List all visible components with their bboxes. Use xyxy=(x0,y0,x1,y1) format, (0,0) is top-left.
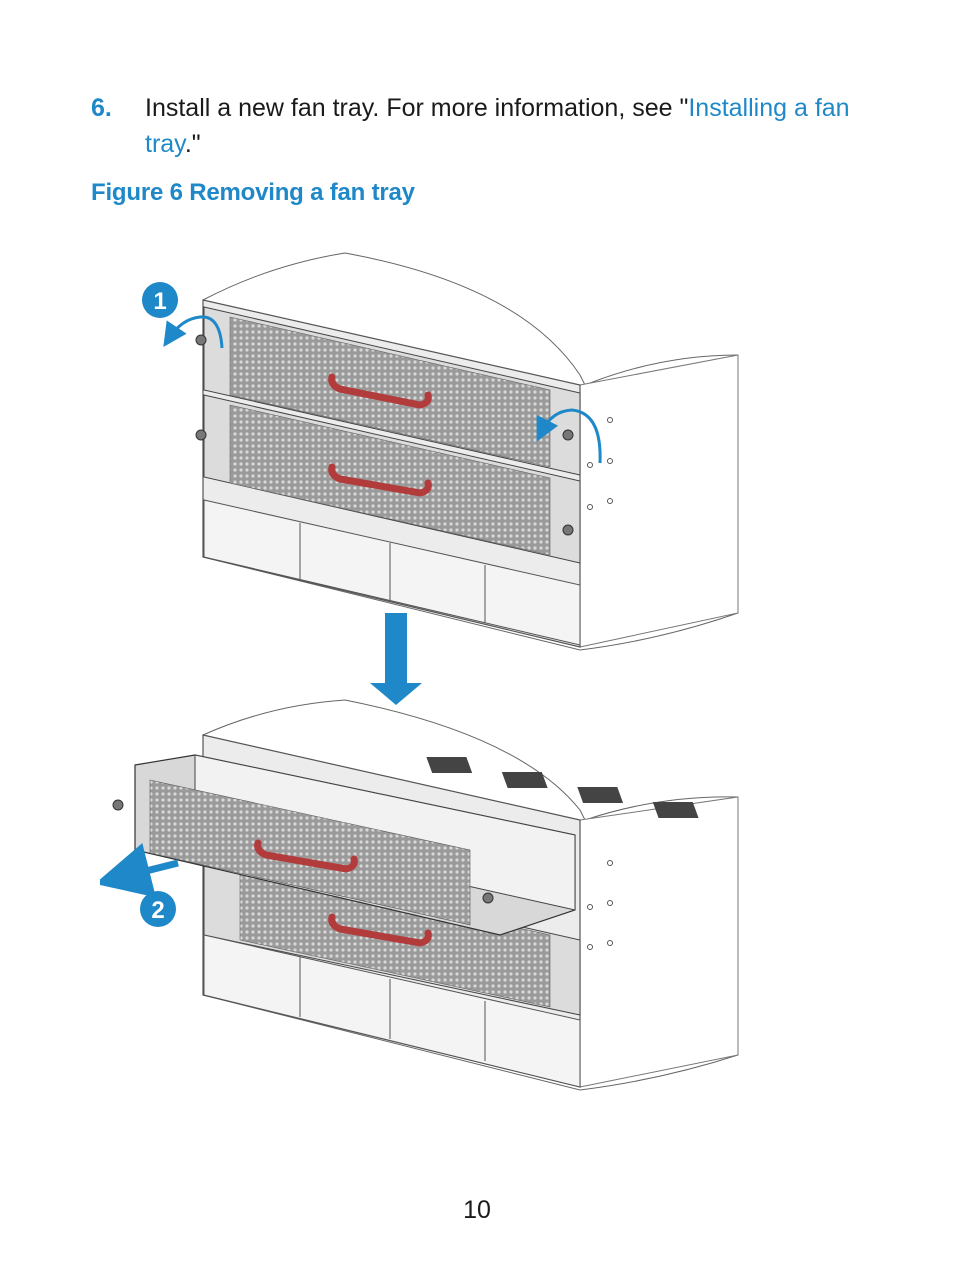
figure-caption: Figure 6 Removing a fan tray xyxy=(91,179,415,206)
callout-2: 2 xyxy=(140,891,176,927)
step-text-after: ." xyxy=(184,130,201,158)
fan-tray-removal-illustration: 1 xyxy=(100,252,739,1091)
step-text-before: Install a new fan tray. For more informa… xyxy=(145,94,689,122)
down-arrow-icon xyxy=(370,613,422,705)
step-6: 6. Install a new fan tray. For more info… xyxy=(91,90,881,162)
page-number: 10 xyxy=(463,1196,491,1224)
chassis-bottom xyxy=(100,699,739,1091)
step-text: Install a new fan tray. For more informa… xyxy=(145,90,881,162)
step-number: 6. xyxy=(91,94,112,122)
callout-1: 1 xyxy=(142,282,178,318)
installing-fan-tray-link[interactable]: Installing a fan tray xyxy=(145,94,850,158)
chassis-top xyxy=(163,252,739,651)
callout-1-label: 1 xyxy=(153,288,166,315)
callout-2-label: 2 xyxy=(151,897,164,924)
